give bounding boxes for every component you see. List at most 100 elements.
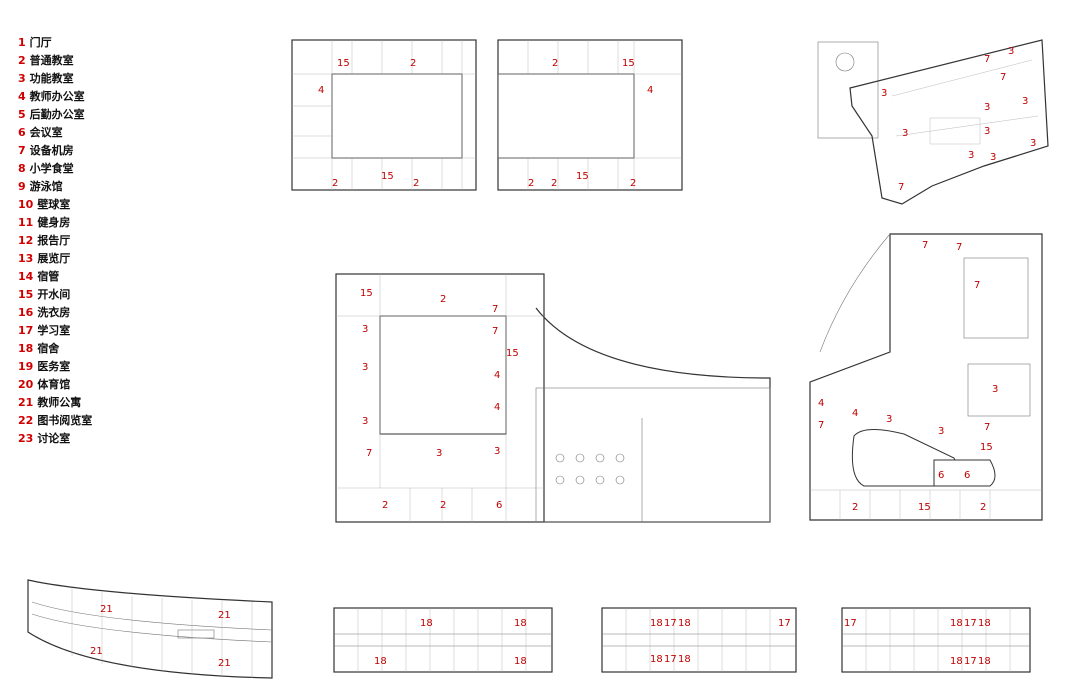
room-label: 15 xyxy=(337,58,350,69)
legend-text: 体育馆 xyxy=(37,378,71,391)
room-label: 4 xyxy=(494,402,500,413)
legend-number: 12 xyxy=(18,234,34,247)
legend-text: 后勤办公室 xyxy=(29,108,85,121)
room-label: 21 xyxy=(90,646,103,657)
floor-plan-bottom-2: 18 18 18 18 xyxy=(333,607,553,673)
room-label: 2 xyxy=(852,502,858,513)
legend-text: 教师公寓 xyxy=(37,396,82,409)
room-label: 3 xyxy=(990,152,996,163)
floor-plan-middle-right: 7 7 7 3 4 4 3 7 3 7 15 6 6 2 15 2 xyxy=(809,233,1043,521)
legend-number: 19 xyxy=(18,360,34,373)
room-label: 4 xyxy=(494,370,500,381)
legend-text: 开水间 xyxy=(37,288,71,301)
room-label: 7 xyxy=(956,242,962,253)
room-label: 4 xyxy=(647,85,653,96)
room-label: 3 xyxy=(1022,96,1028,107)
room-label: 6 xyxy=(496,500,502,511)
room-label: 7 xyxy=(922,240,928,251)
floor-plan-top-left: 15 2 4 2 15 2 xyxy=(291,39,477,191)
legend-number: 16 xyxy=(18,306,34,319)
legend-number: 3 xyxy=(18,72,26,85)
room-label: 7 xyxy=(898,182,904,193)
legend-text: 洗衣房 xyxy=(37,306,71,319)
room-label: 17 xyxy=(964,618,977,629)
room-label: 3 xyxy=(984,126,990,137)
legend-number: 21 xyxy=(18,396,34,409)
legend-number: 18 xyxy=(18,342,34,355)
room-label: 15 xyxy=(576,171,589,182)
room-label: 2 xyxy=(630,178,636,189)
room-label: 2 xyxy=(980,502,986,513)
room-label: 4 xyxy=(318,85,324,96)
room-label: 7 xyxy=(818,420,824,431)
floor-plan-top-right: 7 3 3 7 3 3 3 3 3 3 3 7 xyxy=(817,39,1049,205)
room-label: 17 xyxy=(844,618,857,629)
room-label: 3 xyxy=(1008,46,1014,57)
room-label: 15 xyxy=(360,288,373,299)
legend-text: 医务室 xyxy=(37,360,71,373)
room-label: 7 xyxy=(492,304,498,315)
room-label: 18 xyxy=(950,618,963,629)
legend-number: 8 xyxy=(18,162,26,175)
legend-text: 宿管 xyxy=(37,270,60,283)
room-label: 15 xyxy=(622,58,635,69)
room-label: 2 xyxy=(440,294,446,305)
room-label: 2 xyxy=(382,500,388,511)
floor-plan-middle-left: 15 2 7 7 3 15 3 4 3 4 7 3 3 2 2 6 xyxy=(335,273,771,523)
room-label: 3 xyxy=(362,362,368,373)
room-label: 6 xyxy=(938,470,944,481)
room-label: 18 xyxy=(514,618,527,629)
room-label: 3 xyxy=(984,102,990,113)
legend-number: 1 xyxy=(18,36,26,49)
room-label: 3 xyxy=(362,324,368,335)
legend-number: 13 xyxy=(18,252,34,265)
room-label: 2 xyxy=(528,178,534,189)
floor-plan-bottom-4: 17 18 17 18 18 17 18 xyxy=(841,607,1031,673)
room-label: 2 xyxy=(440,500,446,511)
legend-text: 会议室 xyxy=(29,126,63,139)
room-label: 18 xyxy=(978,618,991,629)
room-label: 3 xyxy=(494,446,500,457)
room-label: 18 xyxy=(650,654,663,665)
room-label: 7 xyxy=(366,448,372,459)
legend-text: 健身房 xyxy=(37,216,71,229)
room-label: 18 xyxy=(678,618,691,629)
floor-plan-bottom-3: 18 17 18 17 18 17 18 xyxy=(601,607,797,673)
room-label: 7 xyxy=(984,422,990,433)
legend-number: 5 xyxy=(18,108,26,121)
room-label: 21 xyxy=(218,610,231,621)
room-label: 3 xyxy=(881,88,887,99)
legend-text: 普通教室 xyxy=(29,54,74,67)
room-label: 7 xyxy=(492,326,498,337)
room-label: 2 xyxy=(551,178,557,189)
legend-text: 壁球室 xyxy=(37,198,71,211)
legend-number: 2 xyxy=(18,54,26,67)
room-label: 2 xyxy=(413,178,419,189)
room-label: 15 xyxy=(918,502,931,513)
legend-text: 教师办公室 xyxy=(29,90,85,103)
room-label: 3 xyxy=(938,426,944,437)
room-label: 6 xyxy=(964,470,970,481)
room-label: 21 xyxy=(218,658,231,669)
room-label: 18 xyxy=(420,618,433,629)
legend-number: 23 xyxy=(18,432,34,445)
room-label: 18 xyxy=(678,654,691,665)
legend-number: 17 xyxy=(18,324,34,337)
room-label: 7 xyxy=(974,280,980,291)
legend-text: 图书阅览室 xyxy=(37,414,93,427)
room-label: 15 xyxy=(506,348,519,359)
floor-plan-bottom-1: 21 21 21 21 xyxy=(27,579,273,679)
